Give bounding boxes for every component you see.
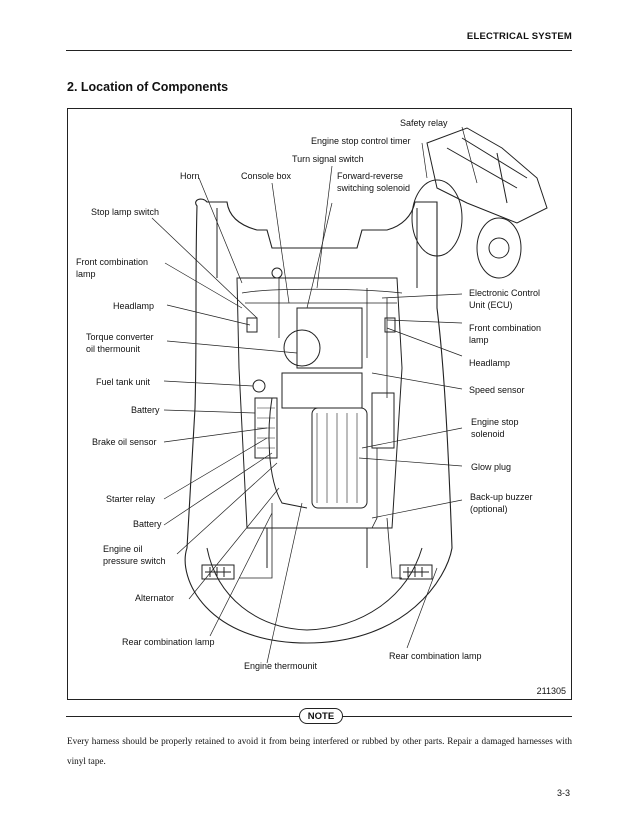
forklift-diagram	[151, 126, 548, 664]
label-engine-stop-solenoid: Engine stop solenoid	[471, 417, 519, 439]
label-forward-reverse-solenoid: Forward-reverse switching solenoid	[337, 171, 411, 193]
label-front-combination-lamp-right: Front combination lamp	[469, 323, 542, 345]
header-rule	[66, 50, 572, 51]
label-starter-relay: Starter relay	[106, 494, 156, 504]
section-header: ELECTRICAL SYSTEM	[466, 31, 572, 42]
label-glow-plug: Glow plug	[471, 462, 512, 472]
label-backup-buzzer: Back-up buzzer (optional)	[470, 492, 533, 514]
label-battery-1: Battery	[131, 405, 160, 415]
label-stop-lamp-switch: Stop lamp switch	[91, 207, 160, 217]
figure-frame	[67, 108, 572, 700]
label-brake-oil-sensor: Brake oil sensor	[92, 437, 157, 447]
page-number: 3-3	[556, 788, 570, 798]
label-fuel-tank-unit: Fuel tank unit	[96, 377, 151, 387]
section-title: 2. Location of Components	[67, 80, 229, 94]
label-engine-oil-pressure-switch: Engine oil pressure switch	[103, 544, 166, 566]
label-safety-relay: Safety relay	[400, 118, 448, 128]
label-alternator: Alternator	[135, 593, 175, 603]
label-rear-combination-lamp-left: Rear combination lamp	[122, 637, 215, 647]
label-rear-combination-lamp-right: Rear combination lamp	[389, 651, 482, 661]
label-horn: Horn	[180, 171, 200, 181]
label-headlamp-right: Headlamp	[469, 358, 511, 368]
label-headlamp-left: Headlamp	[113, 301, 155, 311]
label-turn-signal-switch: Turn signal switch	[292, 154, 364, 164]
label-ecu: Electronic Control Unit (ECU)	[469, 288, 541, 310]
figure-code: 211305	[536, 686, 566, 696]
label-engine-thermounit: Engine thermounit	[244, 661, 318, 671]
label-speed-sensor: Speed sensor	[469, 385, 525, 395]
note-text: Every harness should be properly retaine…	[67, 736, 572, 766]
label-battery-2: Battery	[133, 519, 162, 529]
label-torque-converter-thermounit: Torque converter oil thermounit	[86, 332, 154, 354]
label-engine-stop-control-timer: Engine stop control timer	[311, 136, 411, 146]
label-console-box: Console box	[241, 171, 292, 181]
note-badge: NOTE	[299, 708, 343, 724]
label-front-combination-lamp-left: Front combination lamp	[76, 257, 149, 279]
